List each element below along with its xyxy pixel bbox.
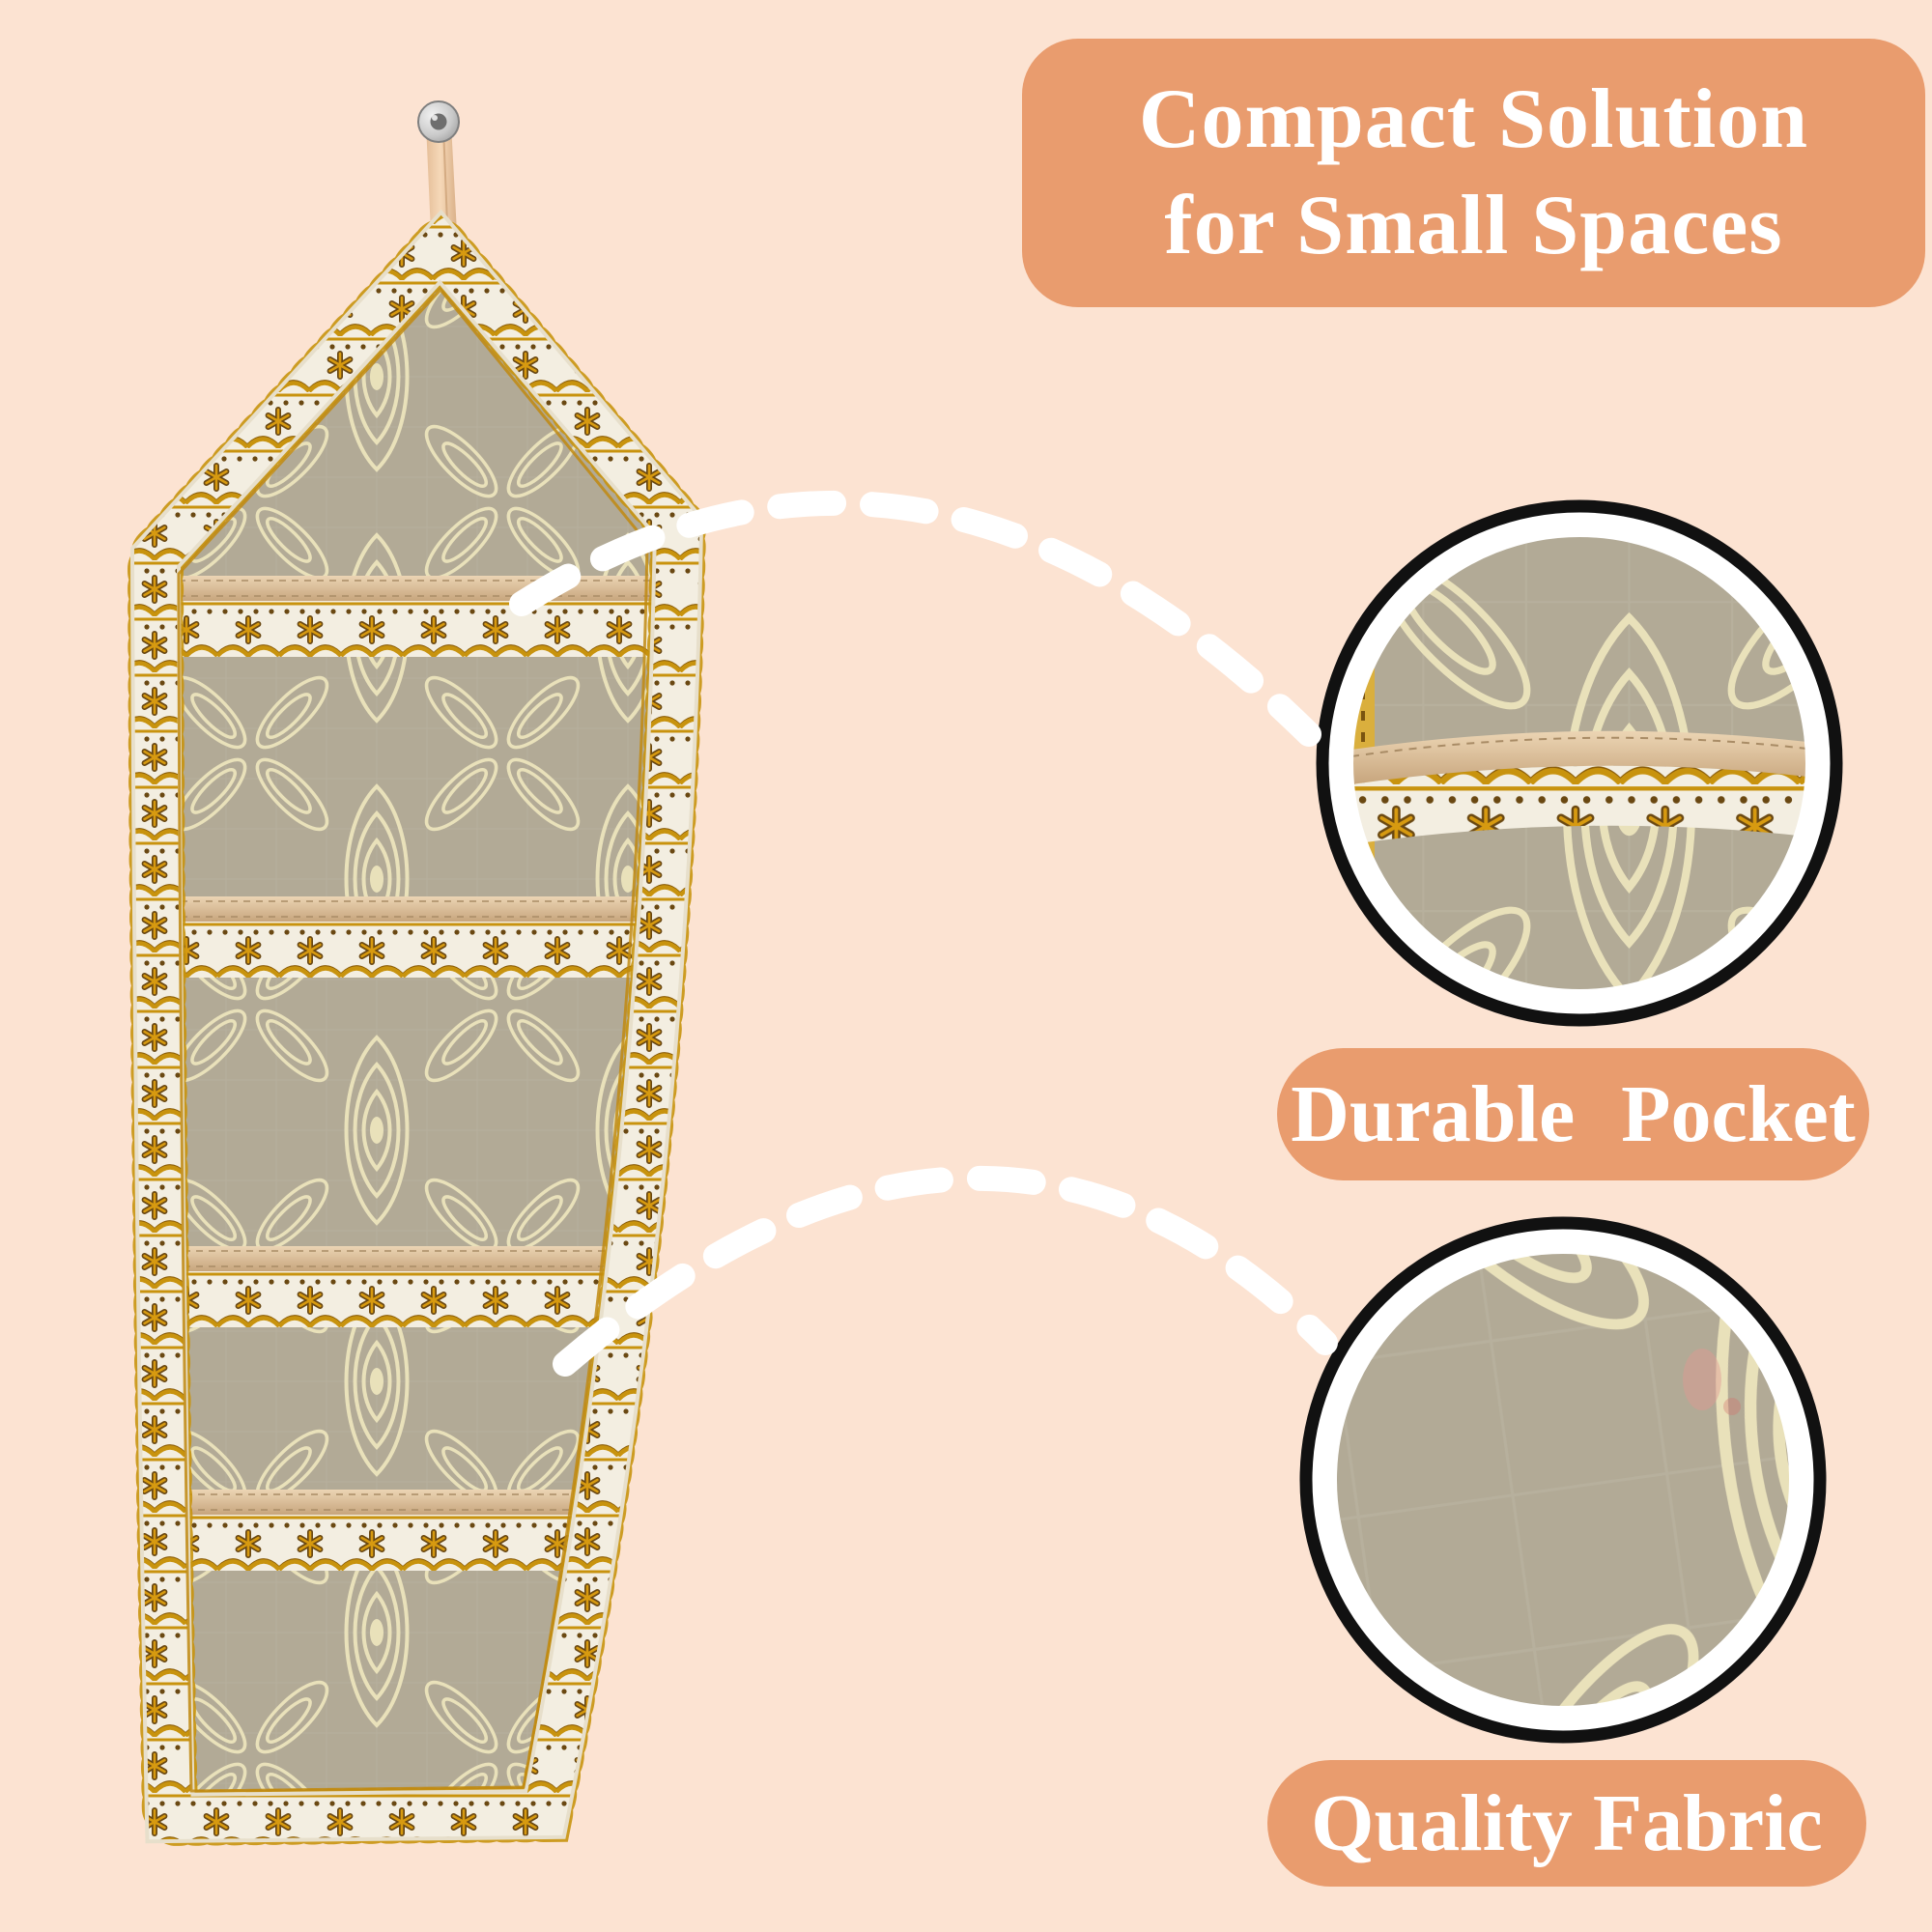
durable-pocket-label: Durable Pocket xyxy=(1291,1069,1856,1159)
pocket-row-4 xyxy=(169,1490,606,1571)
quality-fabric-badge: Quality Fabric xyxy=(1267,1760,1866,1887)
pocket-detail-image xyxy=(1351,535,1807,991)
durable-pocket-badge: Durable Pocket xyxy=(1277,1048,1869,1180)
organizer-lace-border xyxy=(127,205,707,1847)
pocket-row-3 xyxy=(167,1246,633,1327)
headline-line1: Compact Solution xyxy=(1138,72,1809,166)
arrow-dashed-fabric xyxy=(553,1166,1338,1377)
pocket-detail-callout xyxy=(1316,499,1843,1027)
pocket-row-2 xyxy=(164,896,660,978)
quality-fabric-label: Quality Fabric xyxy=(1311,1778,1823,1868)
fabric-detail-image xyxy=(1335,1252,1791,1708)
headline-badge: Compact Solution for Small Spaces xyxy=(1022,39,1925,307)
headline-line2: for Small Spaces xyxy=(1164,179,1783,272)
nail-pin-icon xyxy=(417,100,460,143)
arrow-dashed-pocket xyxy=(509,490,1321,747)
fabric-detail-callout xyxy=(1299,1216,1827,1744)
product-photo-organizer xyxy=(127,205,707,1847)
pocket-row-1 xyxy=(162,576,670,657)
